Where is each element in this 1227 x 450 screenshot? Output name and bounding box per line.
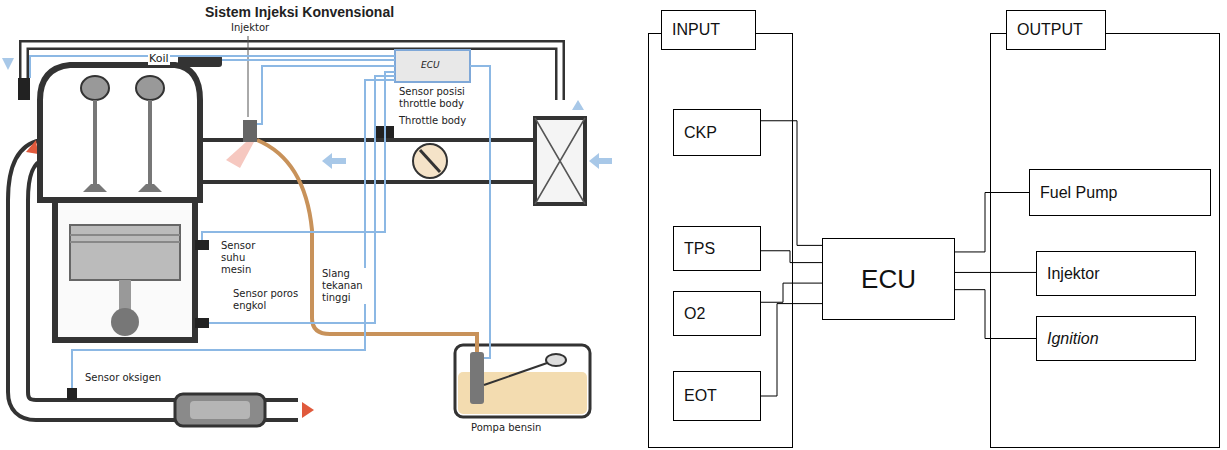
block-box: Fuel Pump bbox=[1029, 169, 1211, 216]
label-text: Pompa bensin bbox=[470, 422, 542, 434]
plug-cap bbox=[18, 78, 30, 100]
camshaft bbox=[136, 76, 164, 100]
block-box: CKP bbox=[673, 109, 761, 156]
converter-core bbox=[190, 401, 250, 419]
box-text: TPS bbox=[684, 240, 715, 258]
panel-title: OUTPUT bbox=[1017, 21, 1083, 39]
throttle-valve bbox=[413, 144, 447, 178]
exhaust-arrow bbox=[302, 402, 314, 418]
label-text: Sensor suhu mesin bbox=[220, 240, 266, 276]
cylinder-block bbox=[55, 200, 195, 340]
catalytic-converter bbox=[175, 394, 265, 426]
box-text: Ignition bbox=[1047, 330, 1099, 348]
wire bbox=[202, 72, 395, 240]
block-box: Injektor bbox=[1036, 251, 1196, 296]
cylinder-head bbox=[40, 65, 200, 200]
wire bbox=[72, 80, 395, 388]
box-text: EOT bbox=[684, 387, 717, 405]
temp-sensor bbox=[195, 240, 209, 250]
fuel-pump bbox=[470, 352, 484, 404]
wiring bbox=[30, 56, 490, 388]
wire bbox=[222, 59, 395, 61]
wire bbox=[30, 56, 395, 78]
block-box: TPS bbox=[673, 226, 761, 271]
crank-sensor bbox=[195, 318, 209, 328]
group-panel: OUTPUTFuel PumpInjektorIgnition bbox=[990, 33, 1220, 448]
box-text: CKP bbox=[684, 124, 717, 142]
crankshaft bbox=[111, 308, 139, 336]
label-text: Sensor poros engkol bbox=[232, 288, 304, 312]
intake-manifold bbox=[198, 140, 538, 182]
part-label: Slang tekanan tinggi bbox=[321, 268, 369, 304]
throttle-plate bbox=[420, 150, 440, 172]
air-filter bbox=[535, 118, 585, 204]
box-text: O2 bbox=[684, 305, 705, 323]
ecu-box bbox=[395, 50, 470, 82]
fuel-tank bbox=[455, 345, 590, 417]
valve-head bbox=[138, 184, 162, 192]
float-arm bbox=[484, 362, 550, 385]
label-text: Throttle body bbox=[398, 115, 467, 127]
injector bbox=[243, 120, 257, 142]
label-text: Sensor posisi throttle body bbox=[398, 86, 478, 110]
exhaust-arrow bbox=[26, 140, 38, 154]
label-text: Injektor bbox=[230, 22, 270, 34]
connector bbox=[955, 272, 1036, 273]
part-label: Sensor poros engkol bbox=[232, 288, 304, 312]
panel-heading: OUTPUT bbox=[1006, 10, 1106, 50]
part-label: Sensor oksigen bbox=[84, 372, 162, 384]
box-text: Injektor bbox=[1047, 265, 1099, 283]
piston-ring bbox=[70, 241, 180, 243]
part-label: Sensor posisi throttle body bbox=[398, 86, 478, 110]
panel-title: INPUT bbox=[672, 21, 720, 39]
flow-arrow bbox=[572, 100, 584, 110]
wire bbox=[209, 76, 395, 323]
block-box: O2 bbox=[673, 291, 761, 336]
valve-head bbox=[83, 184, 107, 192]
camshaft bbox=[81, 76, 109, 100]
oxygen-sensor bbox=[67, 388, 77, 400]
connector bbox=[761, 121, 822, 246]
part-label: Koil bbox=[148, 52, 170, 65]
part-label: Pompa bensin bbox=[470, 422, 542, 434]
part-label: Injektor bbox=[230, 22, 270, 34]
piston bbox=[70, 225, 180, 280]
connector bbox=[761, 304, 822, 396]
connector bbox=[955, 290, 1036, 339]
air-filter-cross bbox=[535, 118, 585, 204]
connector bbox=[761, 283, 822, 302]
panel-heading: INPUT bbox=[661, 10, 756, 50]
part-label: Sensor suhu mesin bbox=[220, 240, 266, 276]
exhaust-tail bbox=[262, 398, 298, 422]
exhaust-tail-inner bbox=[262, 402, 298, 418]
part-label: ECU bbox=[421, 60, 440, 71]
float bbox=[546, 354, 566, 366]
flow-arrow bbox=[2, 58, 14, 70]
group-panel: INPUTCKPTPSO2EOT bbox=[648, 33, 793, 448]
part-label: Throttle body bbox=[398, 115, 467, 127]
block-box: ECU bbox=[822, 238, 955, 320]
leader-line bbox=[248, 36, 249, 117]
diagram-title: Sistem Injeksi Konvensional bbox=[205, 4, 394, 20]
flow-arrow bbox=[322, 153, 346, 169]
high-pressure-hose bbox=[257, 140, 477, 352]
box-text: ECU bbox=[861, 264, 916, 295]
flow-arrow bbox=[589, 153, 612, 169]
label-text: Slang tekanan tinggi bbox=[321, 268, 369, 304]
box-text: Fuel Pump bbox=[1040, 184, 1117, 202]
label-text: Sensor oksigen bbox=[84, 372, 162, 384]
valve-stem bbox=[93, 100, 97, 186]
block-box: EOT bbox=[673, 371, 761, 421]
label-text: Koil bbox=[148, 52, 170, 65]
spray bbox=[226, 142, 254, 168]
connector bbox=[761, 251, 822, 263]
valve-stem bbox=[148, 100, 152, 186]
piston-ring bbox=[70, 234, 180, 236]
label-text: ECU bbox=[421, 60, 440, 71]
connector bbox=[955, 193, 1029, 252]
block-box: Ignition bbox=[1036, 316, 1196, 361]
